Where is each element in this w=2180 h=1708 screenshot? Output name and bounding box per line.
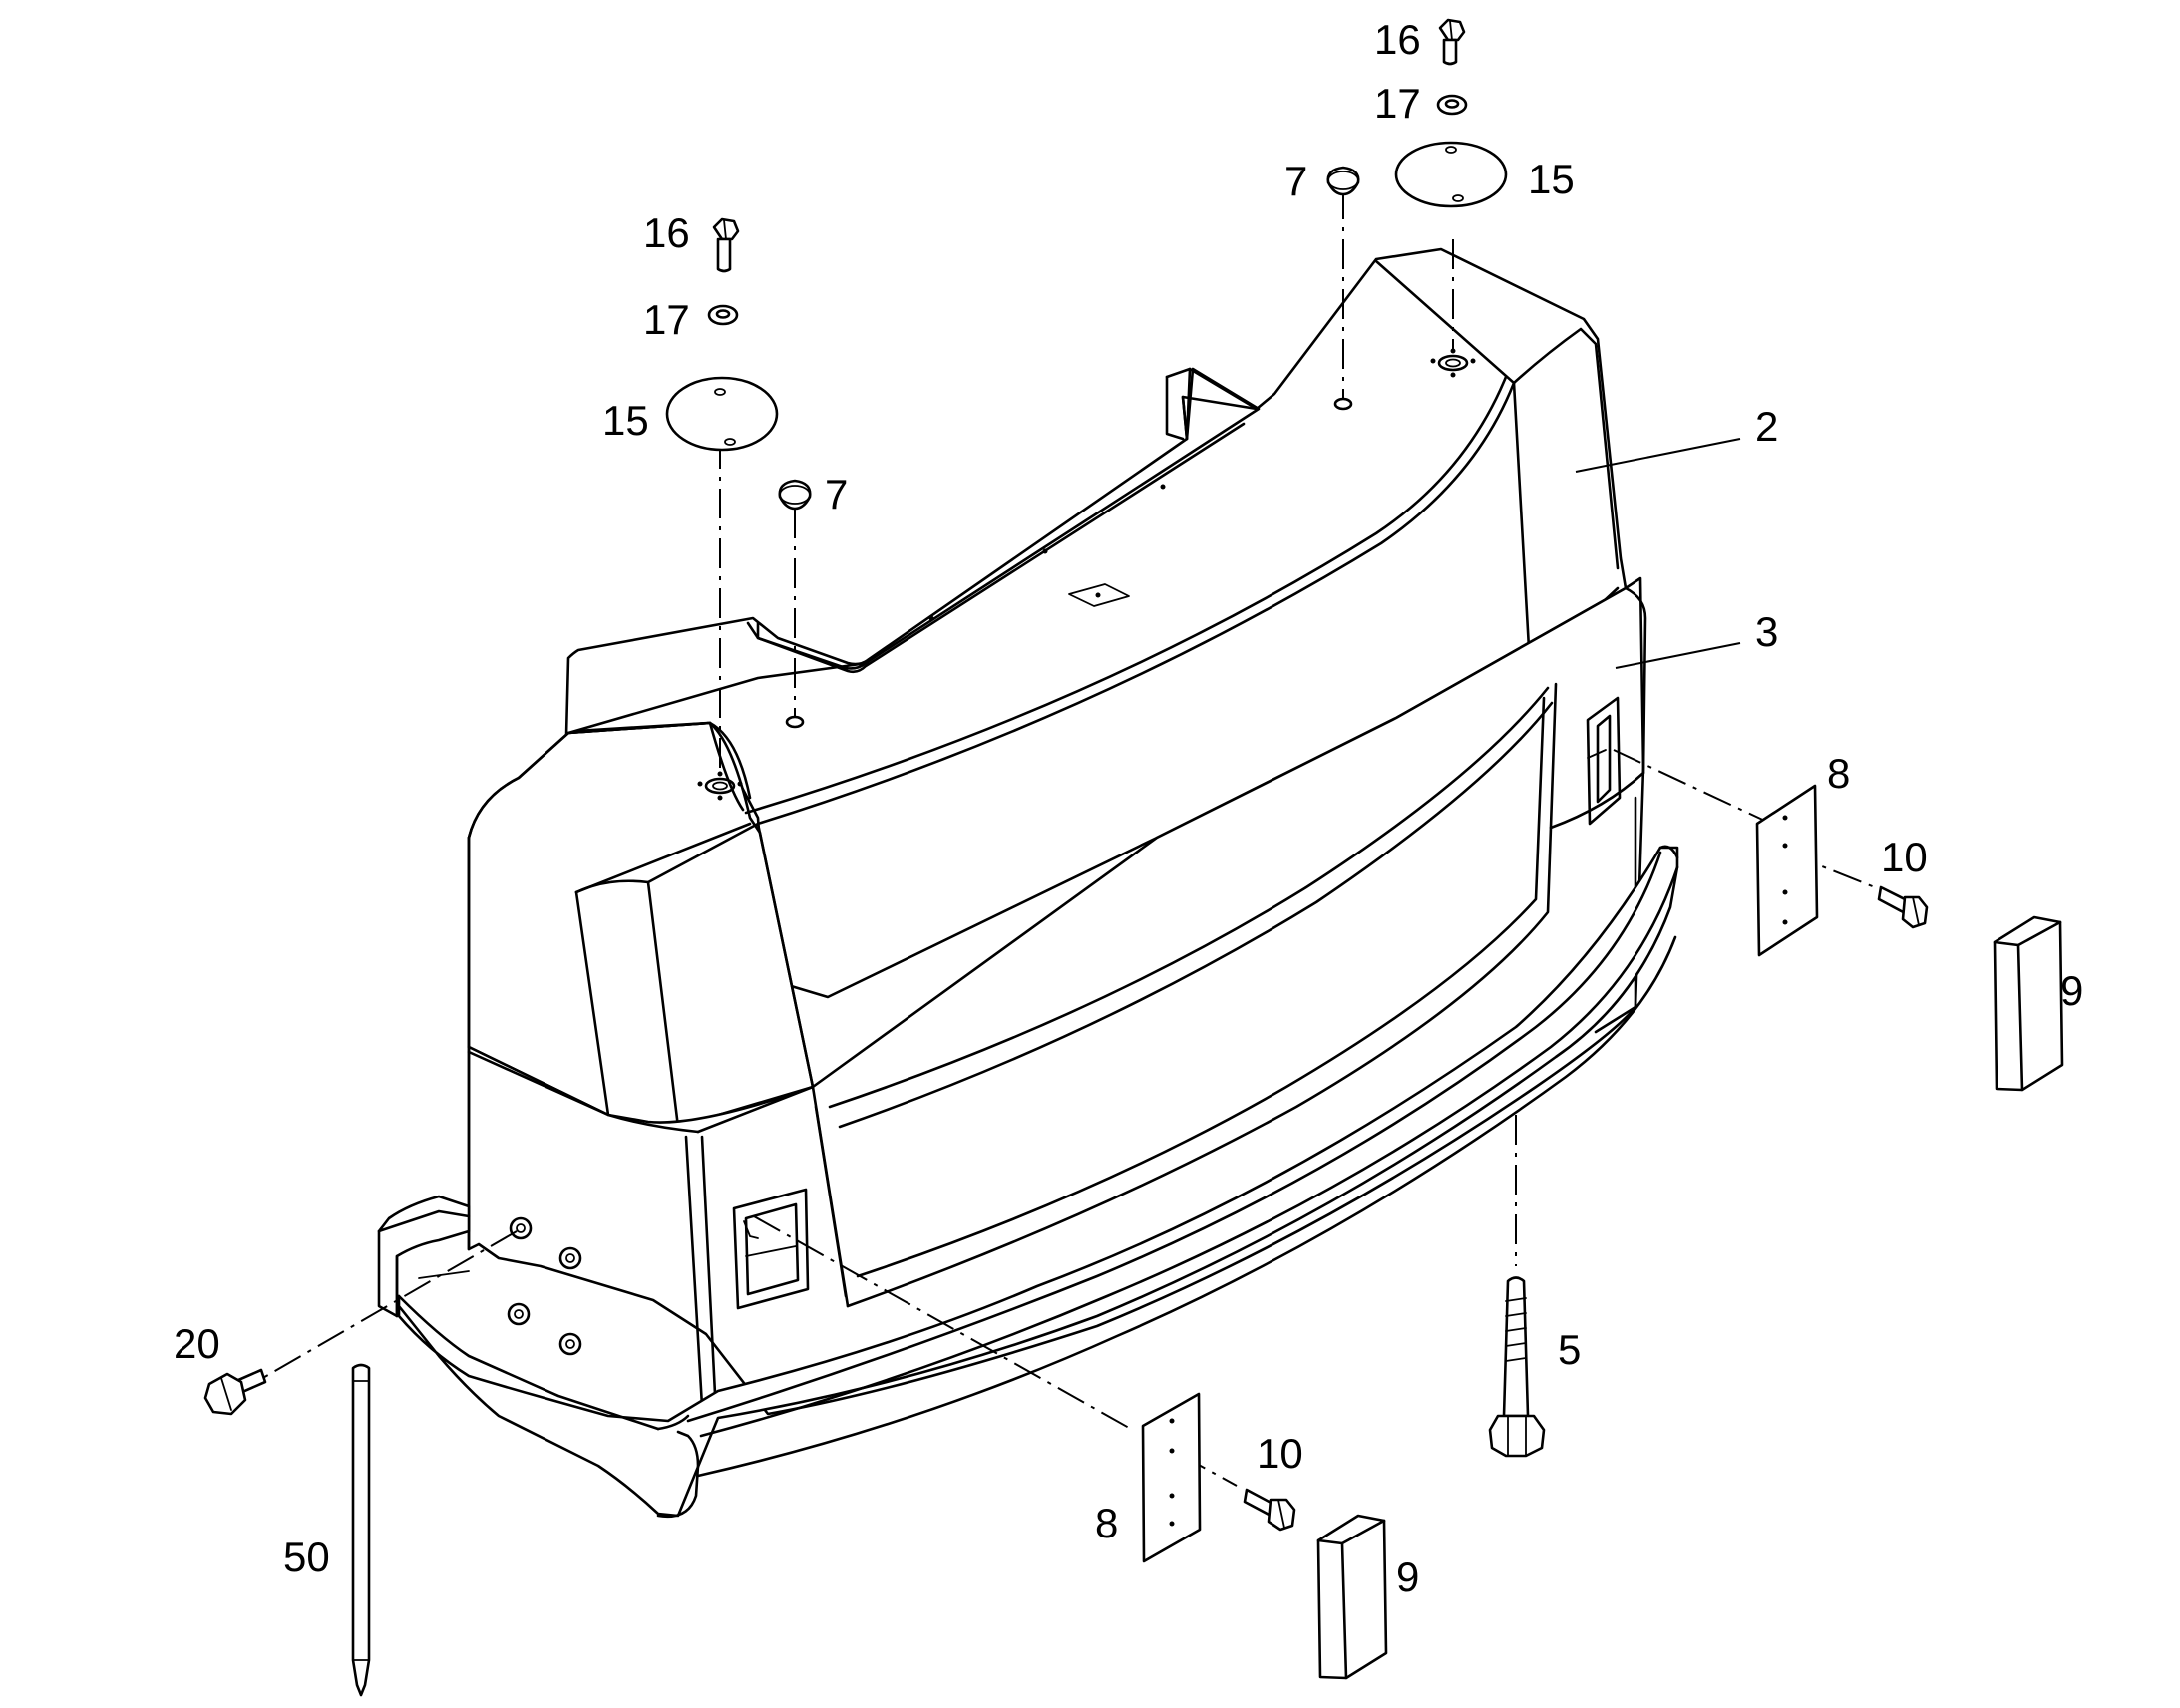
bottom-bumper: [397, 845, 1679, 1519]
bracket-plate-left: [1141, 1392, 1202, 1563]
rod: [351, 1363, 371, 1697]
top-bolt-right: [1438, 18, 1466, 66]
callout-15-right: 15: [1528, 156, 1575, 202]
plug-right: [1326, 166, 1360, 196]
lower-weight-part-3: [377, 576, 1647, 1416]
side-bolt: [203, 1368, 267, 1416]
callout-10-right: 10: [1881, 834, 1928, 880]
callout-17-right: 17: [1374, 80, 1421, 127]
small-bolt-right: [1877, 885, 1929, 929]
callout-50: 50: [283, 1534, 330, 1580]
bolt-hole-group: [507, 1216, 582, 1356]
mounting-hole-markers: [697, 348, 1476, 801]
callout-16-left: 16: [643, 209, 690, 256]
callout-8-left: 8: [1095, 1500, 1118, 1546]
callout-16-right: 16: [1374, 16, 1421, 63]
callout-9-right: 9: [2060, 967, 2083, 1014]
bracket-plate-right: [1755, 784, 1819, 957]
washer-right: [1436, 94, 1468, 116]
callout-5: 5: [1558, 1326, 1581, 1373]
callout-8-right: 8: [1827, 750, 1850, 797]
block-left: [1316, 1514, 1388, 1680]
small-bolt-left: [1243, 1488, 1296, 1532]
callout-15-left: 15: [602, 397, 649, 444]
callout-7-left: 7: [825, 471, 848, 517]
upper-weight-part-2: [467, 247, 1628, 1134]
callout-2: 2: [1755, 403, 1778, 450]
callout-10-left: 10: [1257, 1430, 1303, 1477]
cover-disc-left: [665, 376, 779, 452]
callout-7-right: 7: [1284, 158, 1307, 204]
callout-20: 20: [174, 1320, 220, 1367]
top-bolt-left: [712, 217, 740, 273]
callout-17-left: 17: [643, 296, 690, 343]
washer-left: [707, 304, 739, 326]
leader-lines: [1575, 438, 1741, 669]
plug-left: [778, 479, 812, 511]
block-right: [1993, 915, 2064, 1092]
long-bolt: [1488, 1276, 1546, 1458]
callout-9-left: 9: [1396, 1553, 1419, 1600]
cover-disc-right: [1394, 141, 1508, 208]
callout-3: 3: [1755, 608, 1778, 655]
callout-labels: 2 3 5 7 7 8 8 9 9 10 10 15 15 16 16 17 1…: [174, 16, 2083, 1600]
